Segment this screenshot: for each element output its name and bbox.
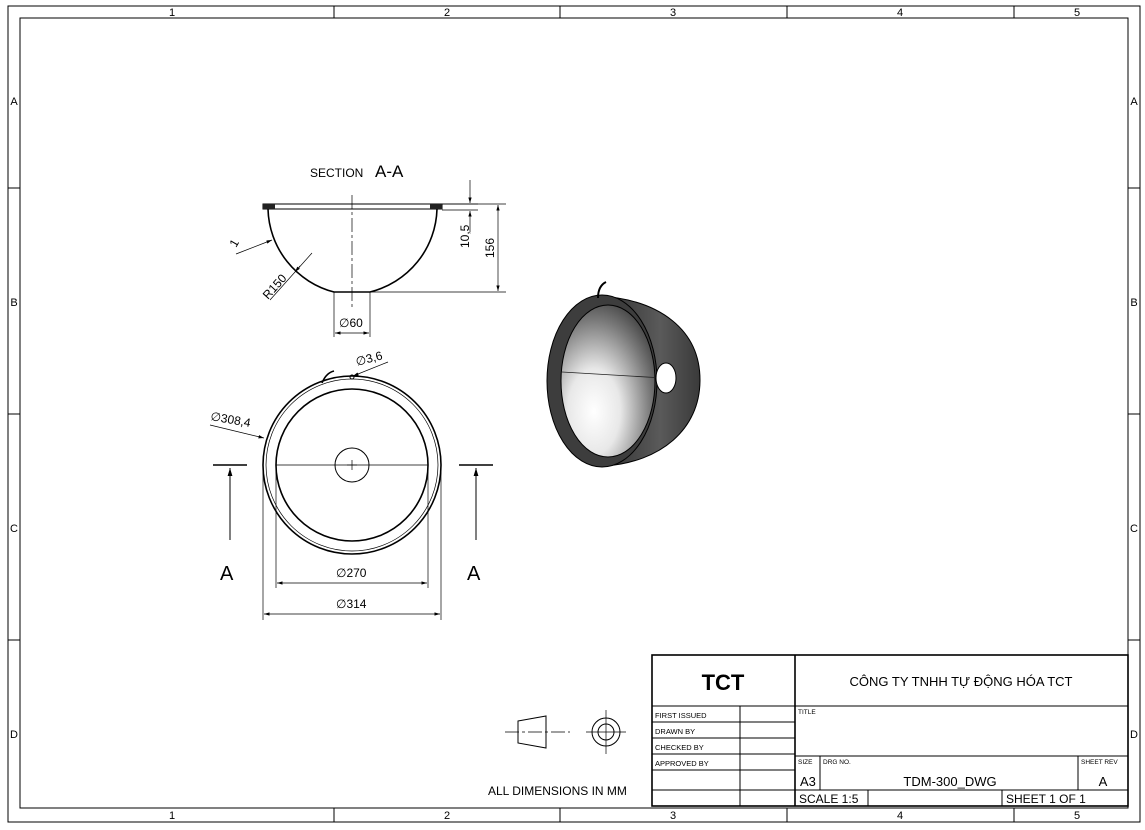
label-first-issued: FIRST ISSUED — [655, 711, 707, 720]
zone-row-b: B — [10, 297, 17, 309]
zone-col-5-bottom: 5 — [1074, 810, 1080, 822]
zone-col-1: 1 — [169, 7, 175, 19]
label-sheet-rev: SHEET REV — [1081, 759, 1118, 766]
zone-col-3-bottom: 3 — [670, 810, 676, 822]
zone-row-a: A — [10, 96, 18, 108]
sheet-count: SHEET 1 OF 1 — [1006, 792, 1086, 806]
section-view: SECTION A-A 1 R150 ∅60 10,5 156 — [226, 162, 506, 337]
sheet-size: A3 — [800, 774, 816, 789]
drawing-number: TDM-300_DWG — [903, 774, 996, 789]
zone-col-2-bottom: 2 — [444, 810, 450, 822]
zone-row-d-right: D — [1130, 729, 1138, 741]
zone-col-3: 3 — [670, 7, 676, 19]
company-logo: TCT — [702, 670, 745, 695]
zone-col-5: 5 — [1074, 7, 1080, 19]
zone-row-c: C — [10, 523, 18, 535]
zone-col-4: 4 — [897, 7, 903, 19]
zone-col-4-bottom: 4 — [897, 810, 903, 822]
label-drawn-by: DRAWN BY — [655, 727, 695, 736]
dim-outer-dia: ∅314 — [336, 597, 367, 611]
dim-radius: R150 — [260, 271, 290, 302]
company-name: CÔNG TY TNHH TỰ ĐỘNG HÓA TCT — [850, 674, 1073, 689]
front-view: ∅3,6 ∅308,4 ∅270 ∅314 A A — [209, 348, 493, 620]
sheet-frame — [7, 5, 1141, 823]
sheet-revision: A — [1099, 774, 1108, 789]
zone-row-a-right: A — [1130, 96, 1138, 108]
scale: SCALE 1:5 — [799, 792, 859, 806]
section-marker-left: A — [220, 563, 234, 585]
zone-row-c-right: C — [1130, 523, 1138, 535]
dim-hole-dia: ∅3,6 — [354, 348, 384, 369]
label-approved-by: APPROVED BY — [655, 759, 709, 768]
dim-bottom-dia: ∅60 — [339, 316, 363, 330]
isometric-view — [546, 281, 701, 468]
zone-row-b-right: B — [1130, 297, 1137, 309]
projection-symbol — [505, 710, 626, 754]
dim-flange-height: 10,5 — [458, 224, 472, 248]
zone-col-2: 2 — [444, 7, 450, 19]
label-checked-by: CHECKED BY — [655, 743, 704, 752]
section-title-prefix: SECTION — [310, 166, 363, 180]
dim-inner-dia: ∅270 — [336, 566, 367, 580]
title-block: TCT CÔNG TY TNHH TỰ ĐỘNG HÓA TCT FIRST I… — [651, 654, 1129, 807]
dim-height: 156 — [483, 238, 497, 258]
section-marker-right: A — [467, 563, 481, 585]
zone-row-d: D — [10, 729, 18, 741]
dim-flange-dia: ∅308,4 — [209, 409, 252, 430]
units-note: ALL DIMENSIONS IN MM — [488, 784, 627, 798]
label-size: SIZE — [798, 759, 813, 766]
label-drg-no: DRG NO. — [823, 759, 851, 766]
zone-labels: 1 2 3 4 5 1 2 3 4 5 A B C D A B C D — [10, 7, 1138, 822]
label-title: TITLE — [798, 709, 816, 716]
zone-col-1-bottom: 1 — [169, 810, 175, 822]
dim-thickness: 1 — [226, 236, 242, 249]
section-title-id: A-A — [375, 162, 404, 181]
